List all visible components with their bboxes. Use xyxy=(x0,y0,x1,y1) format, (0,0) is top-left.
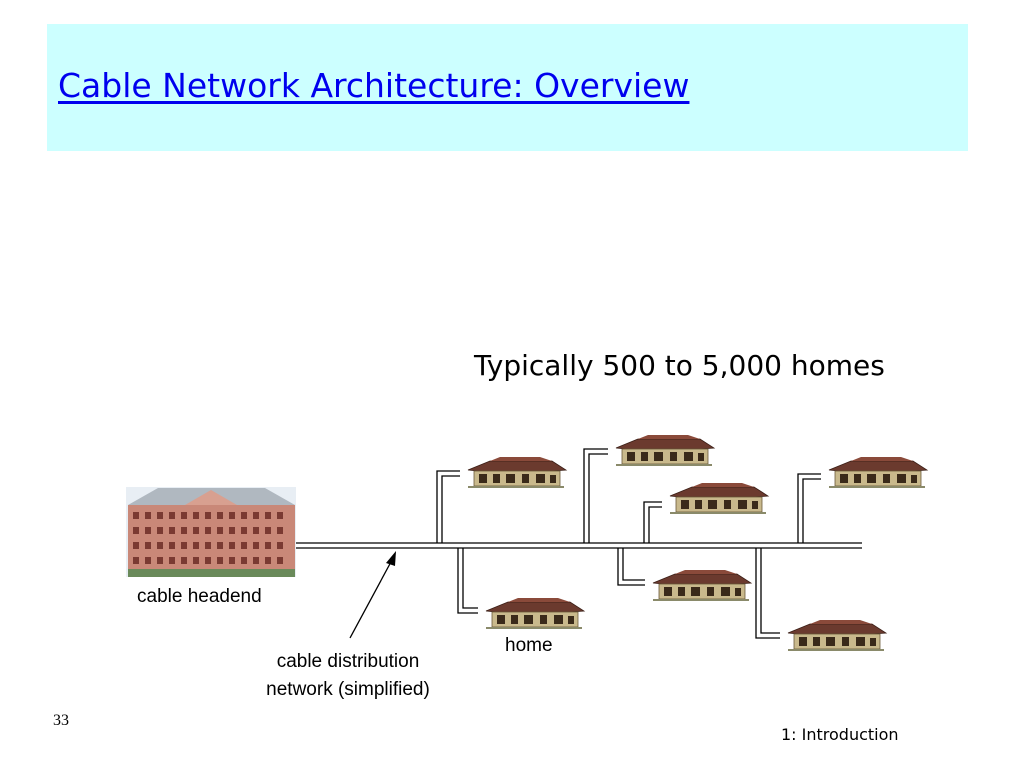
house-icon xyxy=(779,619,891,652)
house-icon xyxy=(820,456,932,489)
slide-title: Cable Network Architecture: Overview xyxy=(58,66,690,105)
headend-building-icon xyxy=(126,487,296,577)
cable-lines xyxy=(296,448,862,639)
distribution-network-label: cable distribution network (simplified) xyxy=(238,648,458,704)
footer-section-label: 1: Introduction xyxy=(781,725,899,744)
distribution-label-line1: cable distribution xyxy=(276,651,420,672)
house-icon xyxy=(661,482,773,515)
distribution-label-line2: network (simplified) xyxy=(266,679,430,700)
house-icon xyxy=(644,569,756,602)
distribution-pointer-arrow xyxy=(349,551,396,639)
slide-number: 33 xyxy=(53,712,69,729)
headend-label: cable headend xyxy=(137,586,262,607)
house-icon xyxy=(477,597,589,630)
home-label: home xyxy=(505,635,553,656)
house-icon xyxy=(607,434,719,467)
subtitle: Typically 500 to 5,000 homes xyxy=(474,349,885,382)
house-icon xyxy=(459,456,571,489)
title-band: Cable Network Architecture: Overview xyxy=(47,24,968,151)
